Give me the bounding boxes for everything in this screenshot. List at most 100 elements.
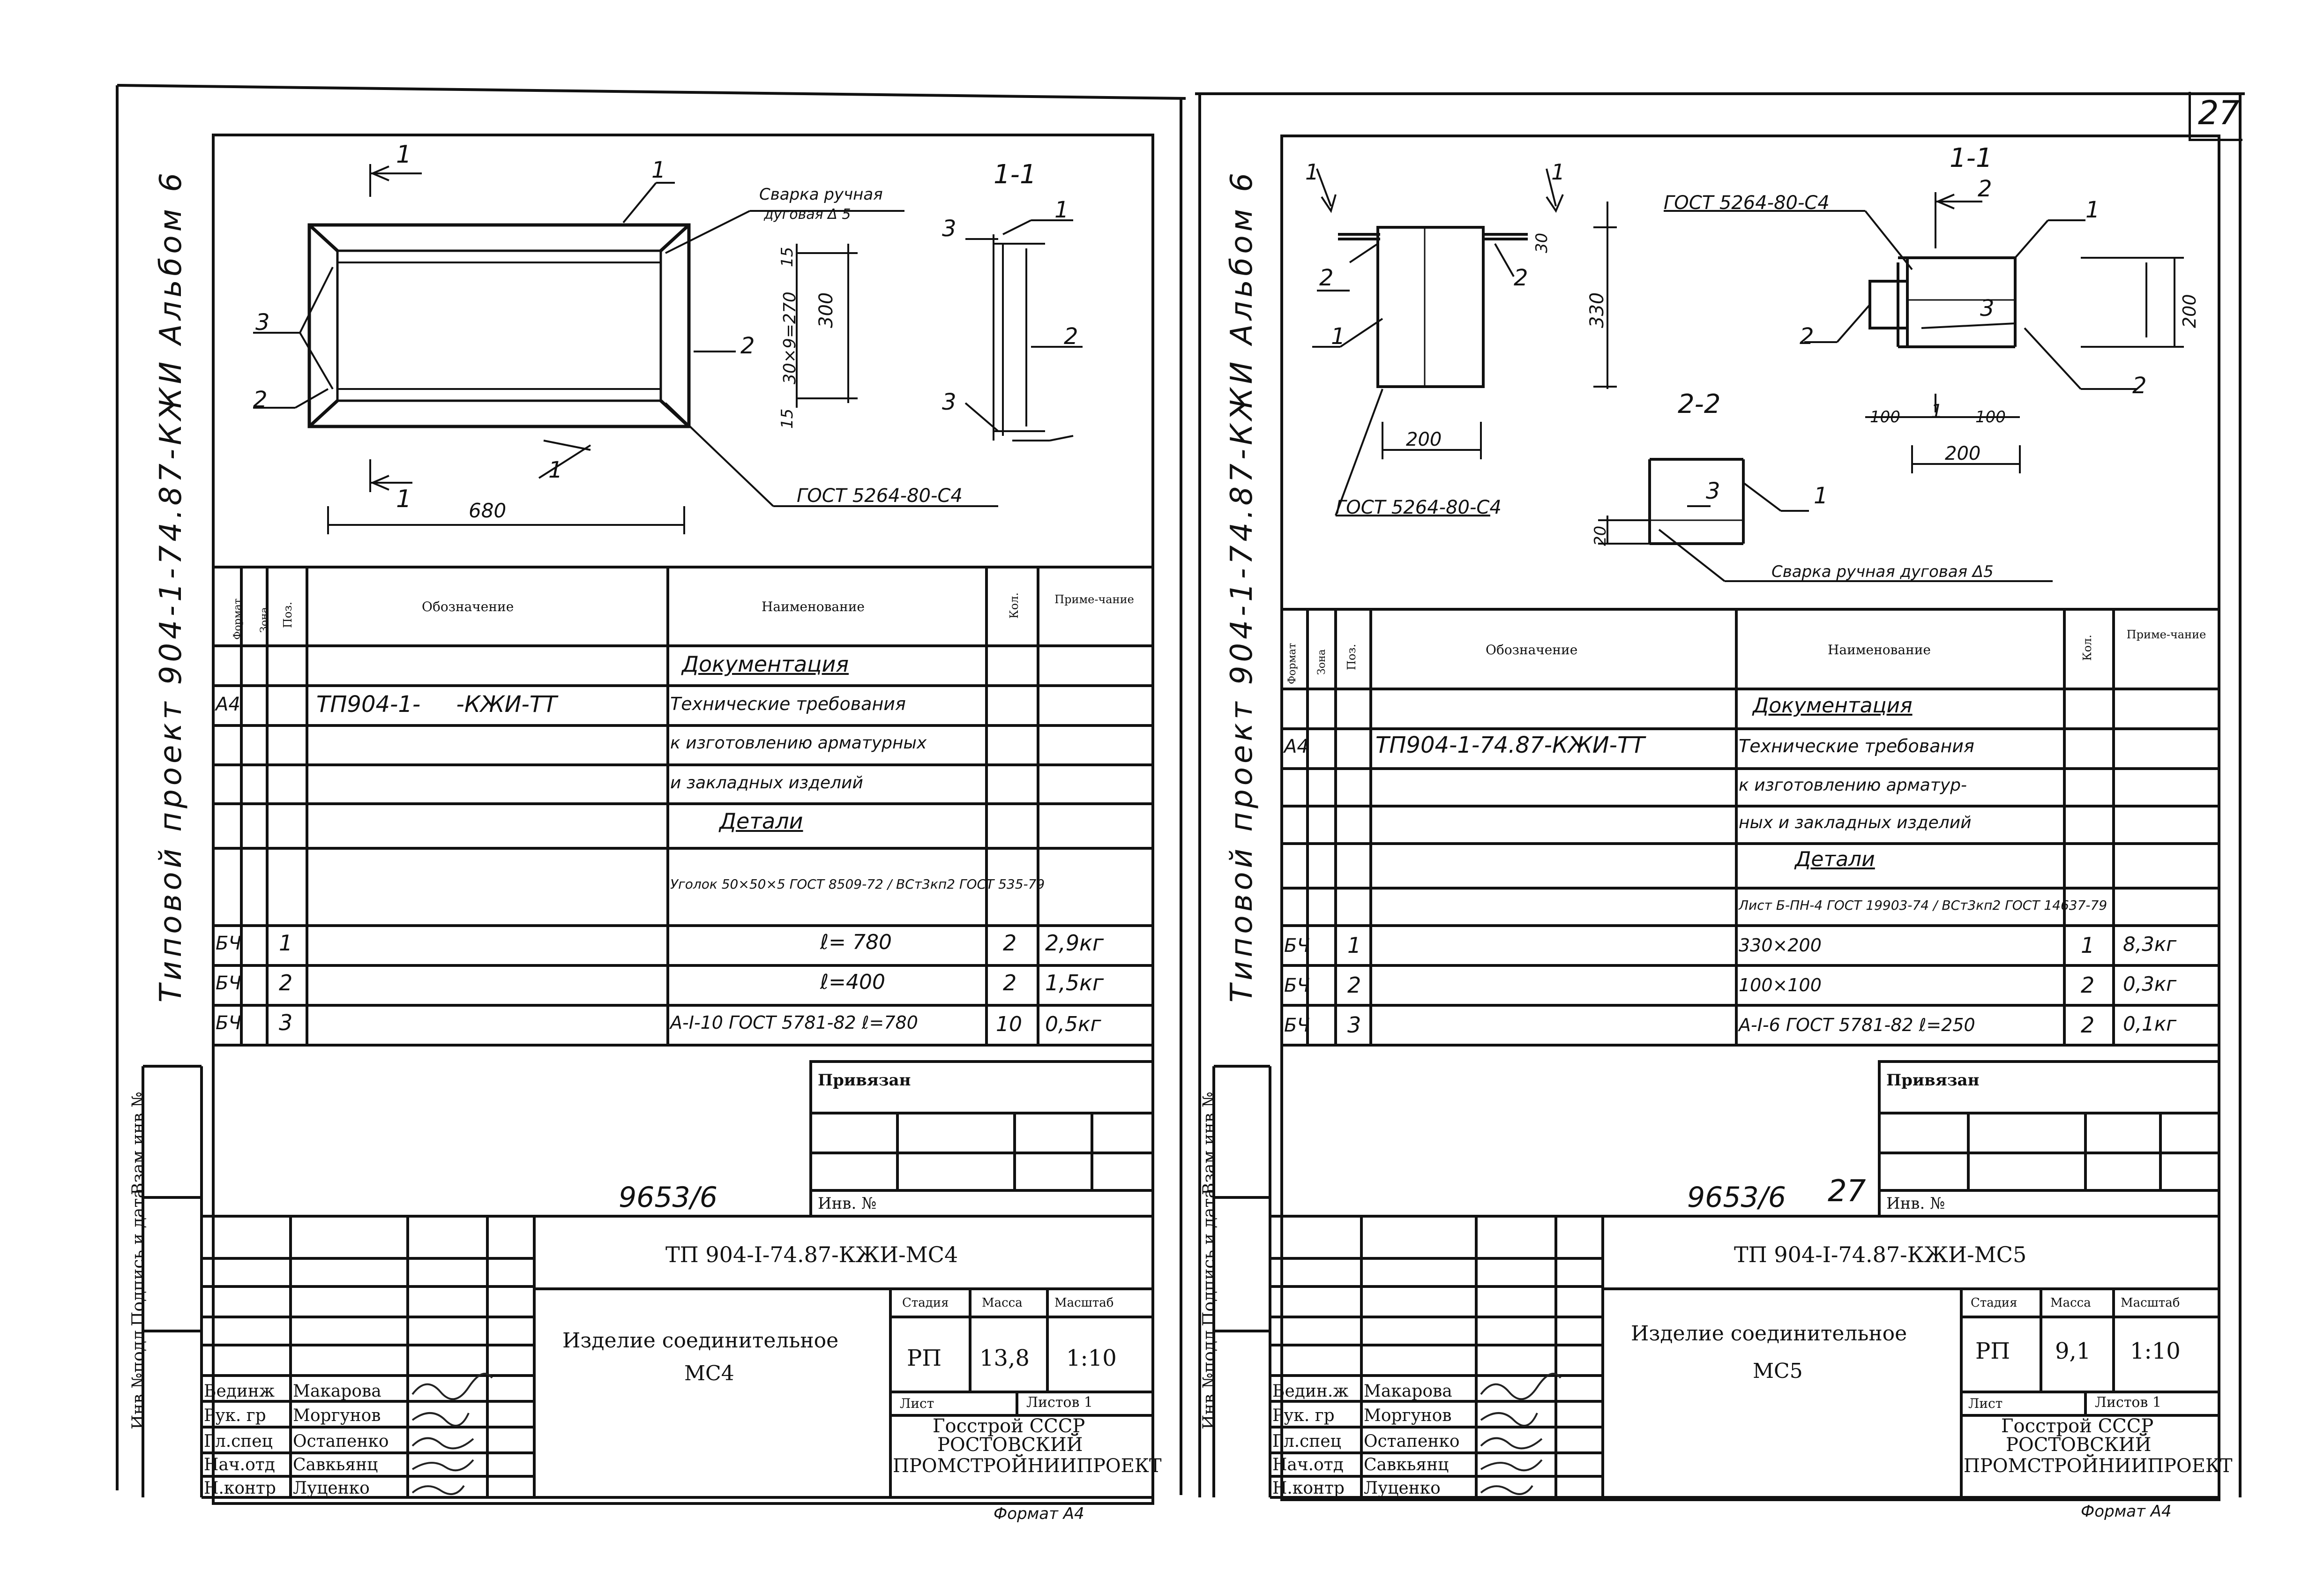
title-line2: МС5 (1753, 1359, 1803, 1383)
org-line: Госстрой СССР (2001, 1415, 2154, 1437)
stage-value: РП (1975, 1338, 2010, 1364)
role: Рук. гр (204, 1406, 266, 1425)
lists-label: Листов 1 (2095, 1394, 2162, 1411)
spec-pos: 2 (279, 970, 293, 995)
role: Ведин.ж (1272, 1382, 1349, 1401)
section-mark-b: 1 (1551, 159, 1565, 185)
mass-value: 13,8 (979, 1345, 1030, 1371)
name: Остапенко (1364, 1432, 1460, 1451)
sheet-code: 9653/6 (619, 1181, 718, 1214)
pos-label: 3 (1706, 478, 1720, 504)
privyazan-label: Привязан (1886, 1071, 1980, 1090)
org-line: ПРОМСТРОЙНИИПРОЕКТ (1964, 1455, 2233, 1477)
org-line: РОСТОВСКИЙ (937, 1434, 1083, 1456)
spec-name: ℓ= 780 (820, 930, 892, 954)
stage-header: Стадия (902, 1296, 949, 1310)
section-mark-bottom: 1 (396, 485, 412, 513)
dim-100b: 100 (1975, 408, 2006, 426)
pos-label: 2 (1319, 265, 1334, 291)
title-line2: МС4 (684, 1361, 734, 1385)
spec-name: Документация (682, 651, 849, 677)
spec-qty: 2 (2081, 1012, 2095, 1038)
scale-value: 1:10 (2130, 1338, 2181, 1364)
name: Моргунов (1364, 1406, 1452, 1425)
pos-label: 1 (548, 457, 563, 483)
name: Моргунов (293, 1406, 381, 1425)
pos-label: 2 (2132, 373, 2147, 399)
dim-width: 680 (469, 499, 507, 522)
scale-header: Масштаб (2121, 1296, 2180, 1310)
page-number: 27 (2198, 94, 2240, 132)
spec-note: 0,5кг (1045, 1012, 1101, 1036)
spec-format: БЧ (216, 933, 241, 954)
pos-label: 1 (1814, 483, 1828, 509)
spec-name: к изготовлению арматурных (670, 733, 927, 753)
spec-designation: ТП904-1-74.87-КЖИ-ТТ (1375, 732, 1645, 758)
role: Нач.отд (204, 1455, 275, 1474)
spec-format: БЧ (1284, 975, 1310, 996)
spec-format: А4 (216, 694, 240, 715)
pos-label: 2 (1064, 323, 1078, 350)
title-line1: Изделие соединительное (1631, 1322, 1907, 1346)
spec-header-note: Приме-чание (1054, 593, 1134, 606)
inv-no-label: Инв. № (1886, 1194, 1945, 1213)
stage-value: РП (907, 1345, 942, 1371)
spec-name: А-I-6 ГОСТ 5781-82 ℓ=250 (1739, 1015, 1975, 1035)
section-mark-a: 1 (1305, 159, 1319, 185)
title-line1: Изделие соединительное (562, 1329, 839, 1353)
spec-name: Технические требования (670, 694, 906, 714)
spec-name: Документация (1753, 694, 1913, 718)
spec-format: БЧ (1284, 935, 1310, 957)
scale-header: Масштаб (1054, 1296, 1114, 1310)
sheet-code-extra: 27 (1828, 1174, 1866, 1209)
mass-header: Масса (2050, 1296, 2091, 1310)
spec-header-name: Наименование (1828, 642, 1931, 658)
spec-name: А-I-10 ГОСТ 5781-82 ℓ=780 (670, 1012, 918, 1033)
spec-name: Уголок 50×50×5 ГОСТ 8509-72 / ВСт3кп2 ГО… (670, 876, 1045, 892)
sheet-code: 9653/6 (1687, 1181, 1786, 1214)
role: Вединж (204, 1382, 275, 1401)
name: Луценко (293, 1479, 370, 1498)
gost-note-a: ГОСТ 5264-80-С4 (1664, 192, 1830, 214)
mass-header: Масса (982, 1296, 1023, 1310)
doc-code: ТП 904-I-74.87-КЖИ-МС4 (665, 1242, 958, 1267)
page-number-box (2189, 92, 2242, 141)
pos-label: 1 (1931, 401, 1943, 422)
spec-name: и закладных изделий (670, 773, 863, 793)
spec-name: Лист Б-ПН-4 ГОСТ 19903-74 / ВСт3кп2 ГОСТ… (1739, 897, 2107, 913)
pos-label: 3 (942, 216, 957, 242)
pos-label: 1 (651, 157, 666, 183)
spec-name: Детали (719, 808, 803, 834)
role: Нач.отд (1272, 1455, 1344, 1474)
section-mark-top: 1 (396, 141, 412, 169)
spec-header-note: Приме-чание (2126, 628, 2206, 641)
inv-no-label: Инв. № (818, 1194, 877, 1213)
pos-label: 2 (253, 387, 268, 413)
spec-note: 2,9кг (1045, 930, 1104, 956)
privyazan-label: Привязан (818, 1071, 911, 1090)
spec-designation: ТП904-1- -КЖИ-ТТ (316, 691, 557, 718)
role: Н.контр (204, 1479, 276, 1498)
spec-note: 8,3кг (2123, 933, 2177, 956)
section-title-a: 1-1 (1950, 143, 1993, 173)
section-title: 1-1 (994, 159, 1037, 190)
spec-name: Детали (1795, 847, 1875, 871)
spec-format: БЧ (216, 972, 241, 994)
pos-label: 3 (1980, 295, 1995, 322)
org-line: Госстрой СССР (933, 1415, 1085, 1437)
scale-value: 1:10 (1066, 1345, 1117, 1371)
spec-pos: 1 (279, 930, 293, 956)
name: Савкьянц (293, 1455, 378, 1474)
gost-note: ГОСТ 5264-80-С4 (797, 485, 963, 507)
spec-qty: 2 (1003, 930, 1017, 956)
mass-value: 9,1 (2055, 1338, 2091, 1364)
spec-name: 330×200 (1739, 935, 1822, 956)
list-label: Лист (900, 1396, 934, 1411)
format-note: Формат А4 (994, 1504, 1084, 1523)
spec-qty: 2 (1003, 970, 1017, 995)
name: Савкьянц (1364, 1455, 1449, 1474)
pos-label: 3 (255, 309, 270, 336)
spec-name: 100×100 (1739, 975, 1822, 995)
spec-format: А4 (1284, 736, 1309, 757)
